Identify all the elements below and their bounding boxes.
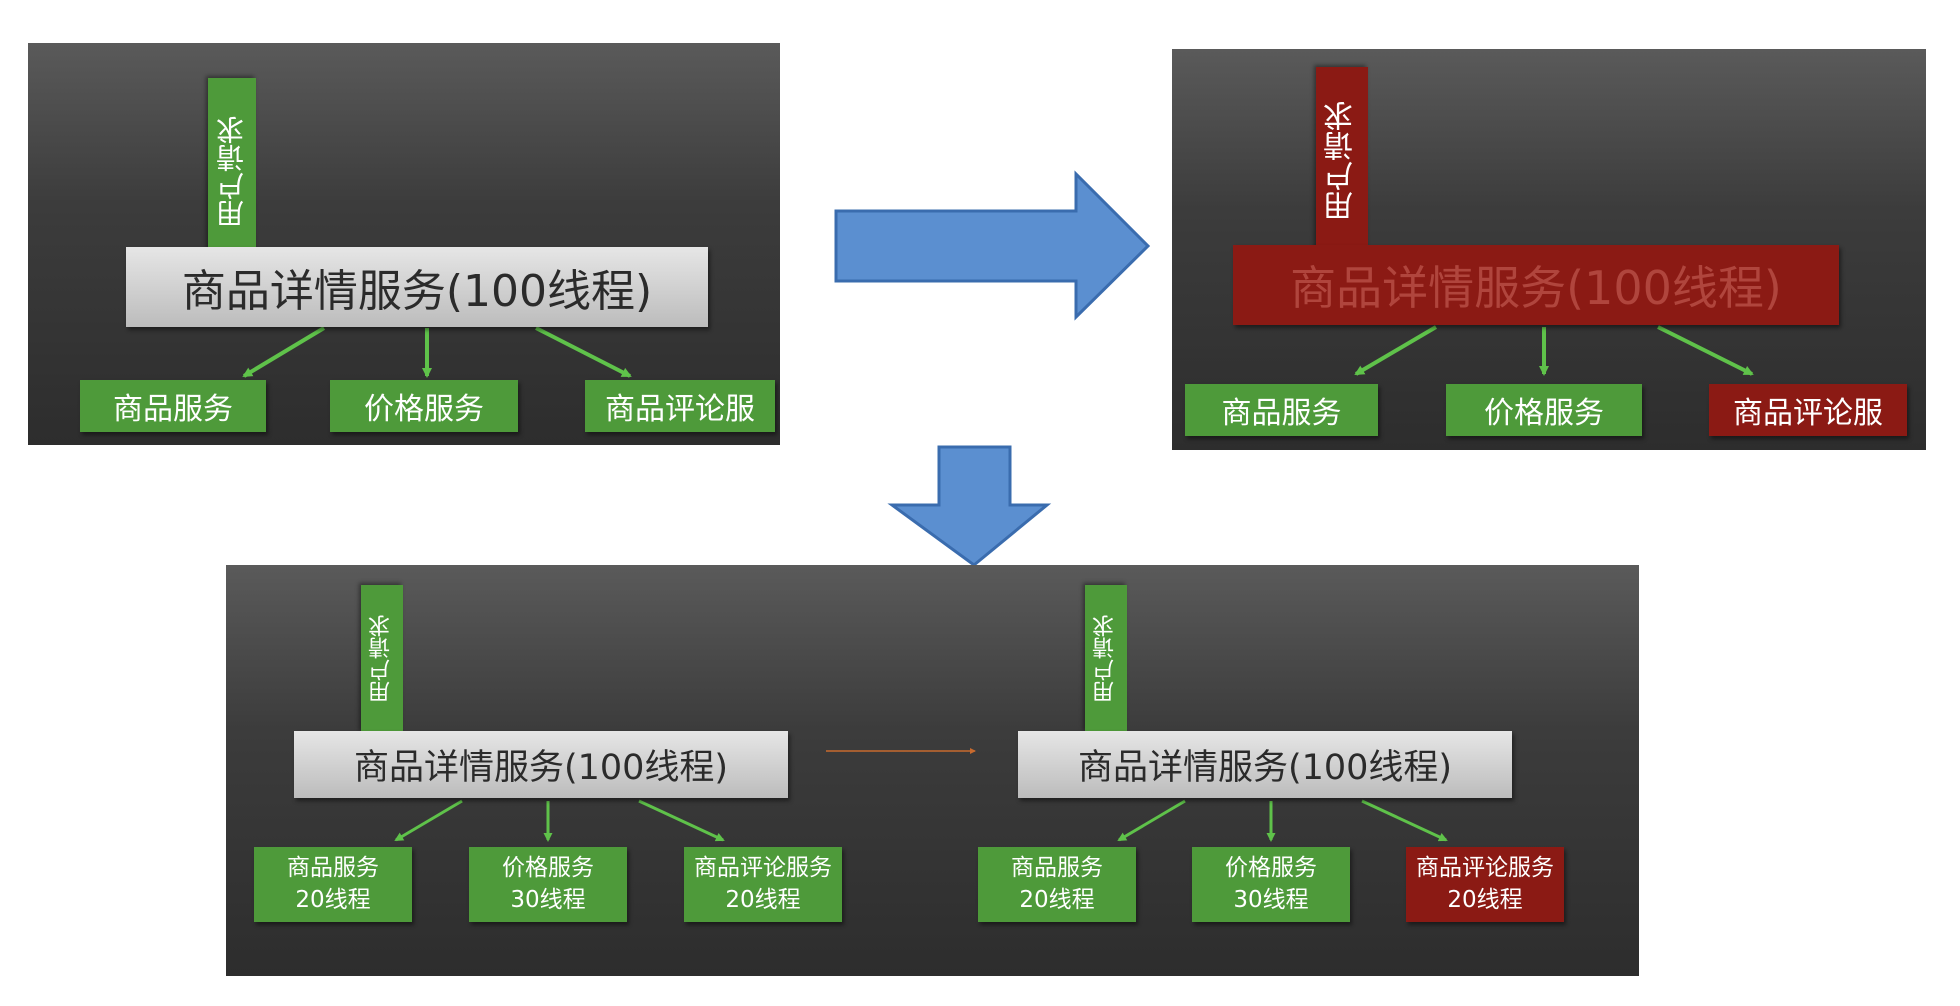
product-service: 商品服务 [1185, 384, 1378, 436]
panel-c-links [394, 748, 1448, 842]
link-to-review [535, 326, 632, 378]
service-name: 商品评论服务 [1416, 855, 1554, 882]
thread-count: 20线程 [1019, 886, 1095, 913]
right-price-service: 价格服务 30线程 [1192, 847, 1350, 922]
left-link-to-product [394, 799, 463, 842]
panel-b-links [1354, 325, 1754, 376]
left-product-service: 商品服务 20线程 [254, 847, 412, 922]
user-request: 用户请求 [208, 78, 256, 266]
panel-a-links [242, 326, 632, 378]
right-arrow-icon [834, 170, 1151, 321]
service-name: 价格服务 [1225, 855, 1317, 882]
link-to-product [242, 326, 326, 378]
detail-service: 商品详情服务(100线程) [1233, 245, 1839, 325]
left-review-service: 商品评论服务 20线程 [684, 847, 842, 922]
link-to-product [1354, 325, 1438, 376]
left-link-to-review [638, 799, 725, 842]
price-service: 价格服务 [1446, 384, 1642, 436]
left-price-service: 价格服务 30线程 [469, 847, 627, 922]
right-detail-service: 商品详情服务(100线程) [1018, 731, 1512, 798]
panel-normal: 用户请求 商品详情服务(100线程) 商品服务 价格服务 商品评论服 [28, 43, 780, 445]
service-name: 商品评论服务 [694, 855, 832, 882]
thread-count: 20线程 [295, 886, 371, 913]
left-user-request: 用户请求 [361, 585, 403, 733]
thread-count: 20线程 [1447, 886, 1523, 913]
detail-service: 商品详情服务(100线程) [126, 247, 708, 327]
service-name: 商品服务 [287, 855, 379, 882]
panel-failure: 用户请求 商品详情服务(100线程) 商品服务 价格服务 商品评论服 [1172, 49, 1926, 450]
right-product-service: 商品服务 20线程 [978, 847, 1136, 922]
thread-count: 30线程 [1233, 886, 1309, 913]
review-service: 商品评论服 [585, 380, 775, 432]
review-service: 商品评论服 [1709, 384, 1907, 436]
down-arrow-icon [887, 445, 1052, 567]
service-name: 商品服务 [1011, 855, 1103, 882]
right-link-to-review [1361, 799, 1448, 842]
link-to-review [1657, 325, 1754, 376]
right-link-to-product [1117, 799, 1186, 842]
price-service: 价格服务 [330, 380, 518, 432]
panel-isolation: 用户请求 商品详情服务(100线程) 商品服务 20线程 价格服务 30线程 商… [226, 565, 1639, 976]
right-review-service: 商品评论服务 20线程 [1406, 847, 1564, 922]
user-request: 用户请求 [1316, 67, 1368, 255]
left-detail-service: 商品详情服务(100线程) [294, 731, 788, 798]
right-user-request: 用户请求 [1085, 585, 1127, 733]
thread-count: 30线程 [510, 886, 586, 913]
service-name: 价格服务 [502, 855, 594, 882]
thread-count: 20线程 [725, 886, 801, 913]
product-service: 商品服务 [80, 380, 266, 432]
